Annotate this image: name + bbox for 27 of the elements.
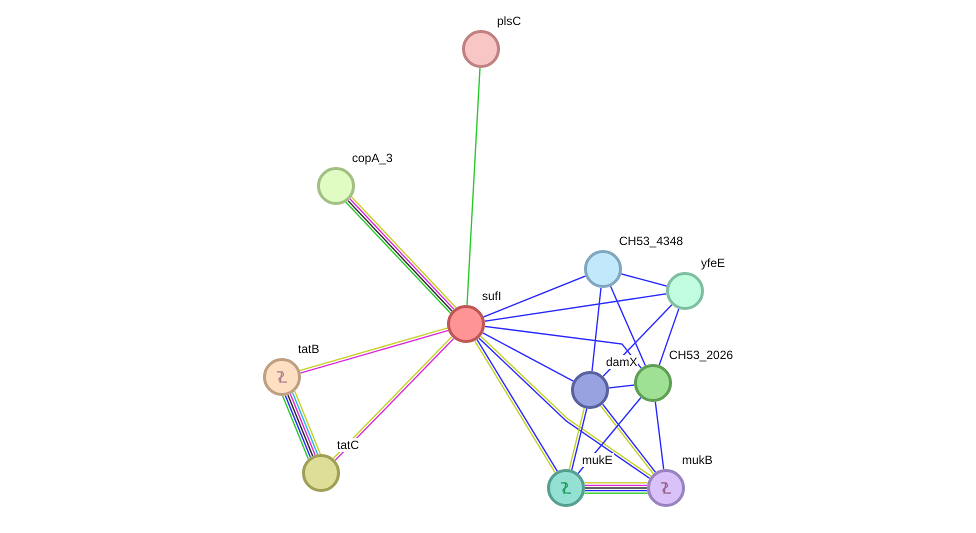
interaction-line <box>484 326 642 369</box>
interaction-line <box>591 288 602 372</box>
interaction-line <box>584 482 648 484</box>
node-label: sufI <box>481 289 502 303</box>
interaction-line <box>584 490 648 492</box>
interaction-line <box>610 286 646 366</box>
node-label: yfeE <box>700 256 726 270</box>
interaction-line <box>466 68 481 306</box>
interaction-line <box>484 293 666 322</box>
interaction-line <box>584 492 648 494</box>
node-label: plsC <box>496 14 522 28</box>
node-label: CH53_2026 <box>668 348 734 362</box>
interaction-line <box>482 332 574 382</box>
node-label: damX <box>605 355 638 369</box>
interaction-line <box>585 487 647 489</box>
node-label: mukB <box>681 453 714 467</box>
node-label: tatC <box>336 438 360 452</box>
node-label: CH53_4348 <box>618 234 684 248</box>
interaction-line <box>608 384 634 389</box>
node-label: mukE <box>581 453 614 467</box>
node-label: copA_3 <box>351 151 394 165</box>
interaction-line <box>584 484 648 486</box>
interaction-line <box>654 402 664 470</box>
node-label: tatB <box>297 342 320 356</box>
interaction-line <box>658 308 680 366</box>
interaction-line <box>621 273 667 287</box>
interaction-line <box>483 275 586 318</box>
